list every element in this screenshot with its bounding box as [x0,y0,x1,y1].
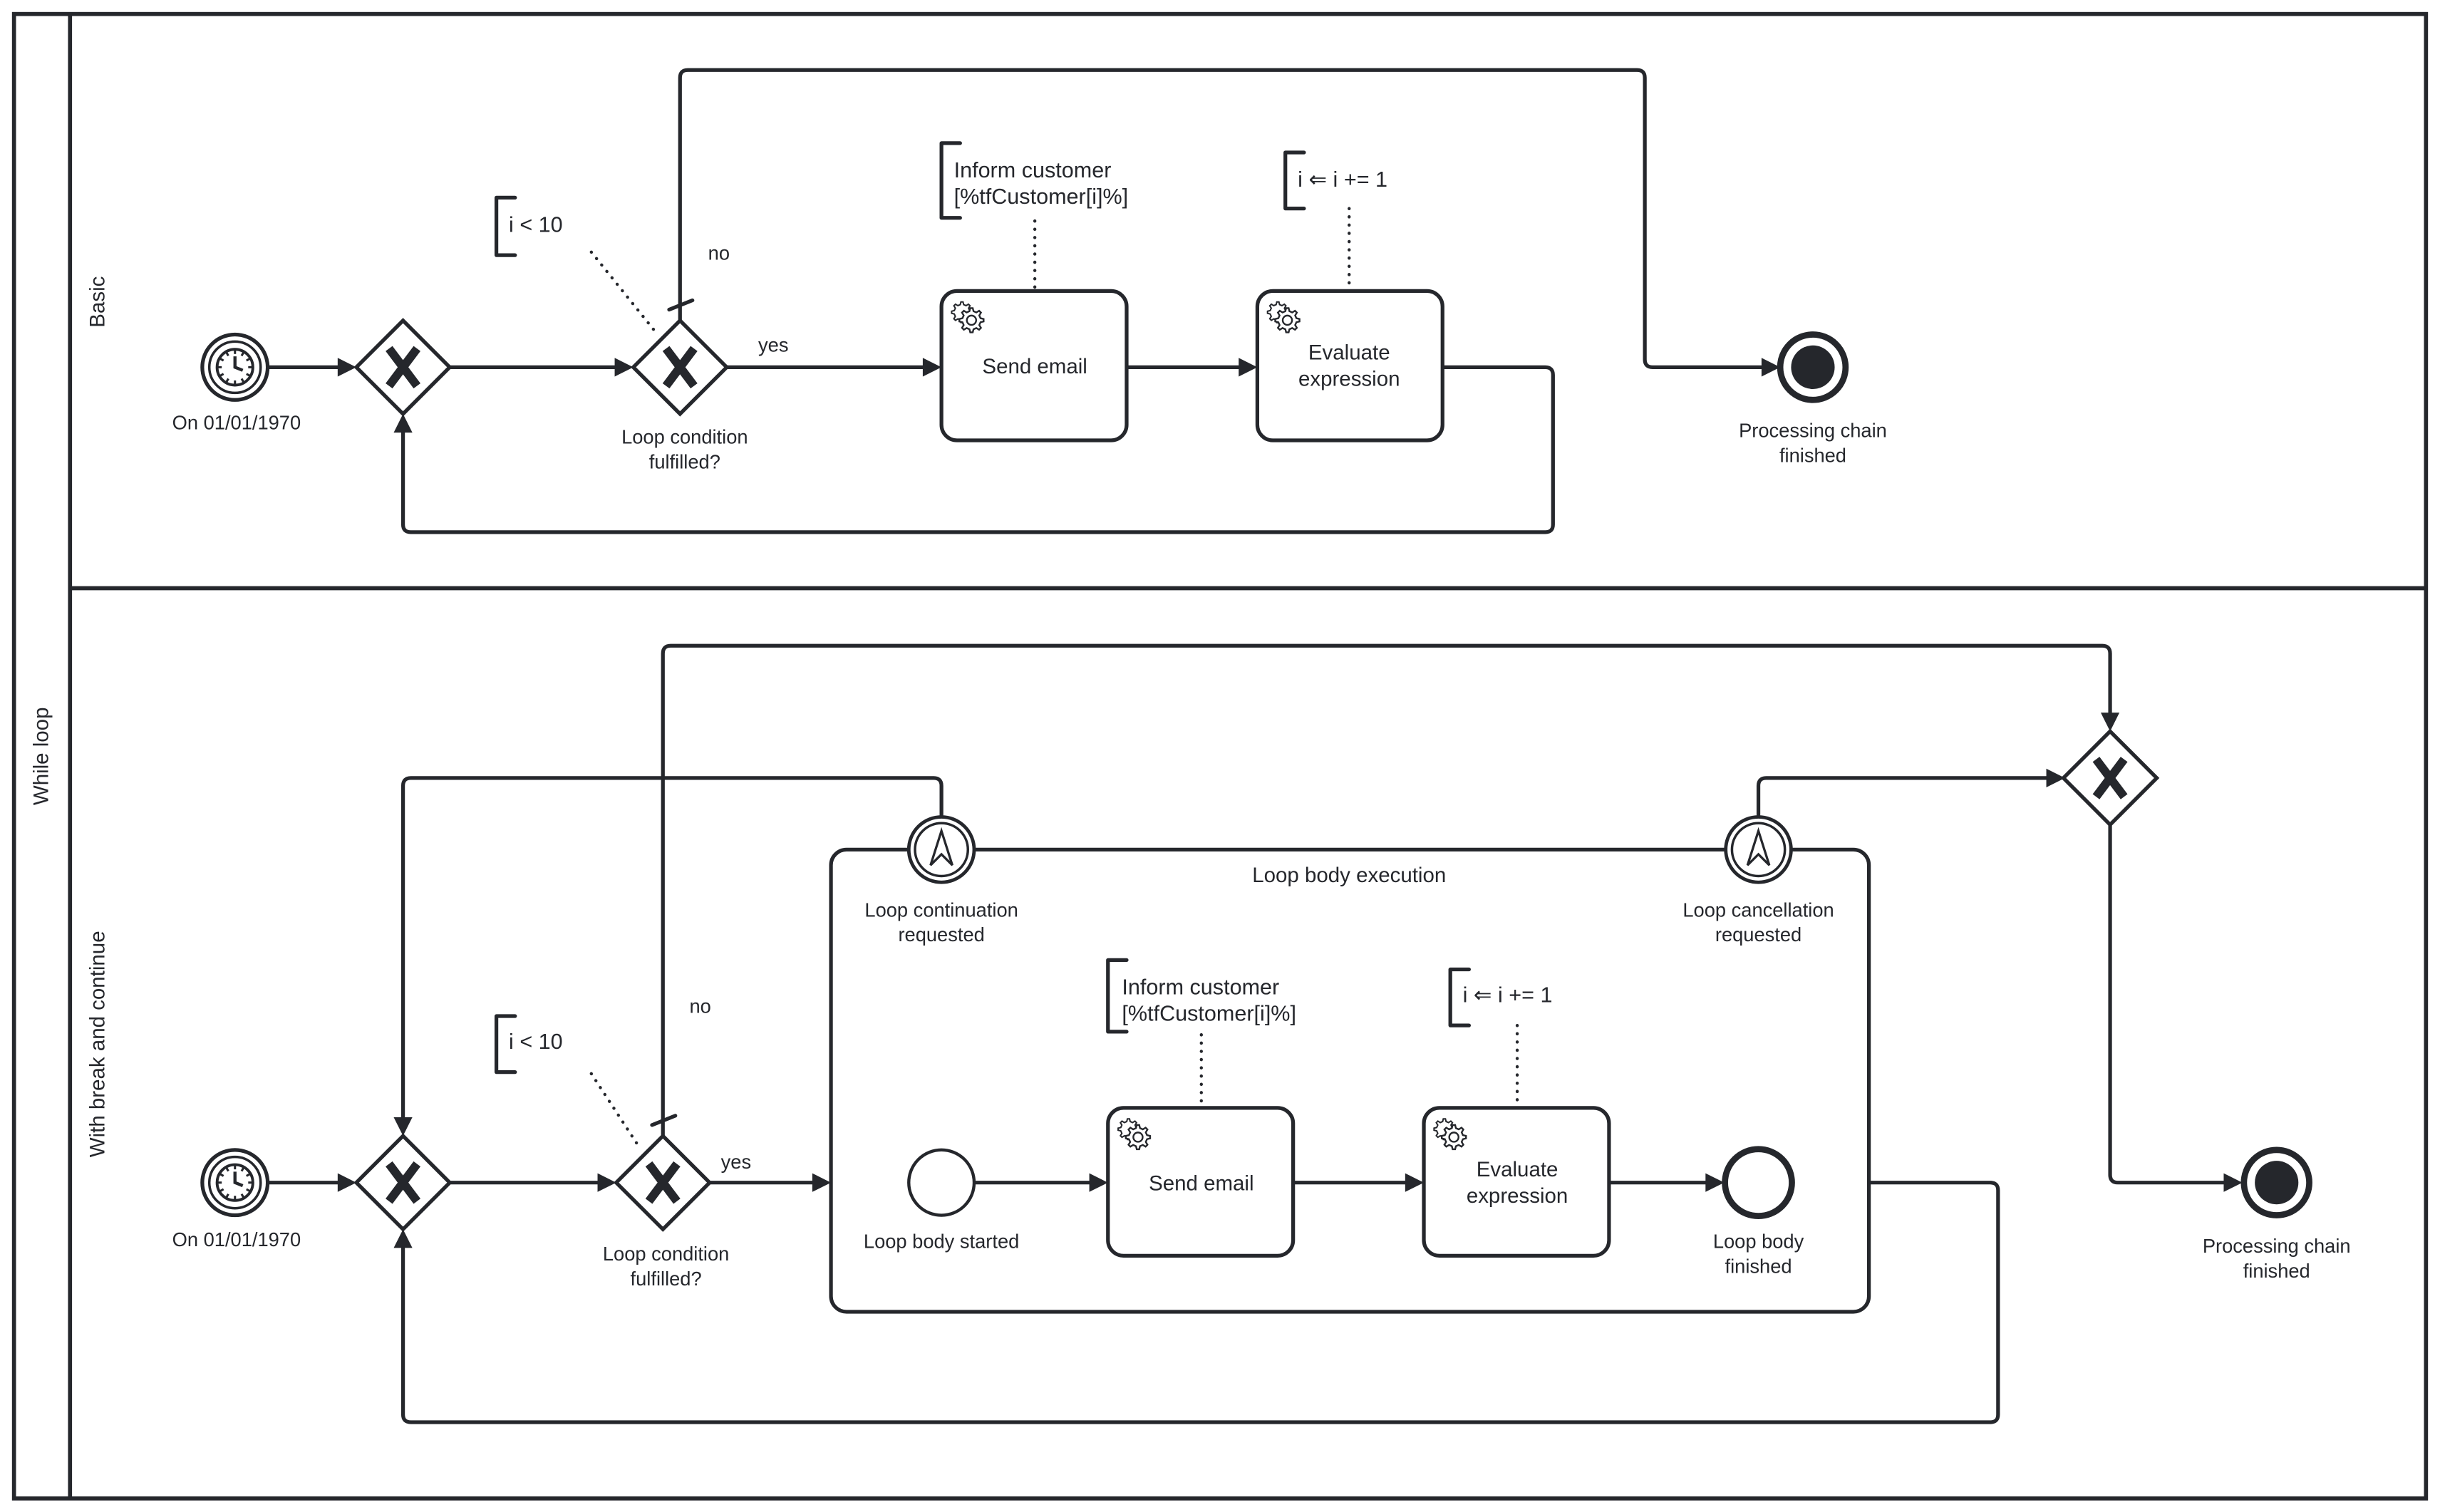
loop-body-end-event[interactable] [1722,1146,1795,1220]
arrow-head [1089,1173,1108,1192]
annotation-bracket [939,141,962,220]
annotation-bracket [1448,967,1472,1027]
task-evaluate-expression[interactable]: Evaluate expression [1422,1106,1611,1258]
arrow-head [2223,1173,2243,1192]
flow-no-label: no [689,995,710,1018]
boundary-cancellation-label-1: Loop cancellation [1682,899,1834,921]
flow-yes-label: yes [721,1151,751,1173]
annotation-bracket [1106,958,1129,1034]
condition-gateway-label-1: Loop condition [603,1243,729,1265]
task-label-2: expression [1298,368,1400,391]
default-flow-marker [667,298,695,312]
arrow-head [393,1229,413,1248]
loop-body-start-event[interactable] [907,1148,976,1217]
boundary-continuation-label-2: requested [898,923,984,946]
flow-cancellation[interactable] [1756,776,2057,819]
terminate-end-event[interactable] [1780,335,1846,400]
condition-gateway-label-2: fulfilled? [631,1268,702,1290]
lane-label-basic: Basic [86,276,109,328]
annotation-text-2: [%tfCustomer[i]%] [1122,1002,1296,1026]
task-annotation-inform[interactable]: Inform customer [%tfCustomer[i]%] [939,141,1129,220]
annotation-text-2: [%tfCustomer[i]%] [954,185,1129,209]
lane-break-continue: no yes On 01/01/1970 Loop condition fulf… [172,643,2351,1424]
flow-no-label: no [708,242,730,264]
condition-gateway-label-2: fulfilled? [649,450,720,472]
flow-continuation[interactable] [400,776,944,1127]
lane-label-break-continue: With break and continue [86,931,109,1157]
condition-gateway-label-1: Loop condition [621,425,748,447]
condition-annotation[interactable]: i < 10 [494,1014,563,1075]
pool-label: While loop [30,708,53,806]
end-event-label-1: Processing chain [2203,1235,2351,1257]
terminate-end-event[interactable] [2244,1150,2310,1216]
annotation-text: i < 10 [509,212,563,237]
sequence-flows [265,643,2243,1424]
arrow-head [922,358,942,377]
arrow-head [337,358,357,377]
arrow-head [393,413,413,433]
flow-join-to-end[interactable] [2108,822,2234,1185]
task-send-email[interactable]: Send email [1106,1106,1296,1258]
arrow-head [2046,768,2065,788]
start-event-label: On 01/01/1970 [172,412,301,434]
end-event-label-2: finished [2243,1260,2310,1282]
arrow-head [597,1173,616,1192]
timer-start-event[interactable] [202,1150,268,1216]
loop-body-end-label-2: finished [1725,1255,1792,1277]
annotation-bracket [1283,150,1306,211]
task-label-2: expression [1467,1184,1568,1208]
annotation-text: i < 10 [509,1030,563,1054]
annotation-text-1: Inform customer [954,158,1112,182]
arrow-head [337,1173,357,1192]
timer-start-event[interactable] [202,335,268,400]
task-label: Send email [982,355,1087,378]
task-send-email[interactable]: Send email [939,289,1129,442]
arrow-head [614,358,634,377]
default-flow-marker [650,1114,678,1127]
task-label-1: Evaluate [1477,1158,1558,1181]
flow-loop-back[interactable] [400,1181,2000,1424]
condition-annotation[interactable]: i < 10 [494,195,563,257]
task-annotation-increment[interactable]: i ⇐ i += 1 [1448,967,1553,1027]
loop-body-end-label-1: Loop body [1713,1230,1804,1252]
task-annotation-increment[interactable]: i ⇐ i += 1 [1283,150,1387,211]
arrow-head [1705,1173,1725,1192]
association-line [589,1072,640,1147]
lane-basic: no yes On 01/01/1970 Loop condition fulf… [172,68,1887,534]
sequence-flows [265,68,1781,534]
task-annotation-inform[interactable]: Inform customer [%tfCustomer[i]%] [1106,958,1296,1034]
task-label: Send email [1149,1172,1253,1196]
boundary-event-cancellation[interactable] [1726,817,1792,882]
arrow-head [1405,1173,1425,1192]
annotation-text-1: Inform customer [1122,975,1279,999]
boundary-cancellation-label-2: requested [1715,923,1801,946]
annotation-text: i ⇐ i += 1 [1463,983,1553,1007]
arrow-head [2100,713,2120,732]
start-event-label: On 01/01/1970 [172,1228,301,1250]
flow-loop-back[interactable] [400,365,1555,534]
task-evaluate-expression[interactable]: Evaluate expression [1255,289,1444,442]
arrow-head [393,1117,413,1136]
annotation-text: i ⇐ i += 1 [1298,167,1387,192]
association-line [589,250,657,333]
flow-yes-label: yes [758,334,788,356]
clock-icon [202,335,268,400]
loop-body-start-label: Loop body started [864,1230,1019,1252]
end-event-label-2: finished [1779,445,1846,467]
end-event-label-1: Processing chain [1739,420,1887,442]
task-label-1: Evaluate [1308,341,1390,364]
annotation-bracket [494,1014,517,1075]
clock-icon [202,1150,268,1216]
arrow-head [1761,358,1781,377]
arrow-head [812,1173,832,1192]
arrow-head [1239,358,1258,377]
boundary-event-continuation[interactable] [909,817,974,882]
flow-no[interactable] [661,643,2112,1138]
boundary-continuation-label-1: Loop continuation [864,899,1018,921]
annotation-bracket [494,195,517,257]
flow-no[interactable] [678,68,1772,369]
subprocess-title: Loop body execution [1252,864,1446,887]
